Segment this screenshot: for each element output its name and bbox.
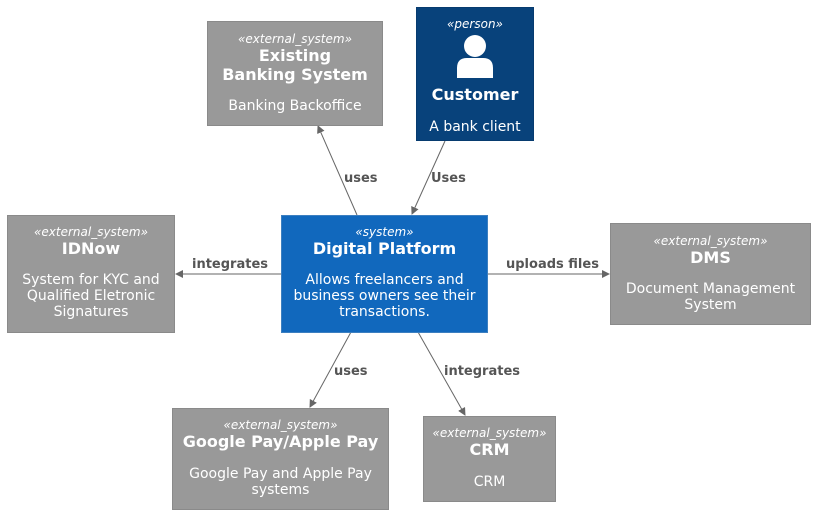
node-stereotype: «system»: [355, 225, 414, 239]
node-stereotype: «person»: [447, 17, 503, 31]
edge-platform-banking: [317, 125, 358, 216]
node-stereotype: «external_system»: [34, 225, 148, 239]
node-stereotype: «external_system»: [238, 32, 352, 46]
node-dms[interactable]: «external_system» DMS Document Managemen…: [610, 223, 811, 325]
node-digital-platform[interactable]: «system» Digital Platform Allows freelan…: [281, 215, 488, 333]
node-name: CRM: [469, 440, 510, 459]
node-description: CRM: [473, 474, 506, 490]
node-description: Allows freelancers and business owners s…: [293, 272, 476, 320]
node-stereotype: «external_system»: [223, 418, 338, 432]
node-crm[interactable]: «external_system» CRM CRM: [423, 416, 556, 502]
edge-label-platform-banking: uses: [344, 171, 378, 186]
node-stereotype: «external_system»: [653, 234, 768, 248]
edge-label-platform-dms: uploads files: [506, 257, 599, 272]
edge-customer-platform: [411, 140, 446, 215]
node-existing-banking-system[interactable]: «external_system» Existing Banking Syste…: [207, 21, 383, 126]
edge-label-platform-pay: uses: [334, 364, 368, 379]
edge-platform-pay: [309, 331, 352, 408]
node-name: Existing Banking System: [222, 46, 368, 84]
node-name: Digital Platform: [312, 239, 457, 258]
node-description: Banking Backoffice: [228, 98, 362, 114]
node-name: IDNow: [61, 239, 121, 258]
edge-platform-crm: [417, 331, 466, 416]
node-name: Customer: [431, 85, 519, 104]
node-customer[interactable]: «person» Customer A bank client: [416, 7, 534, 141]
node-name: Google Pay/Apple Pay: [182, 432, 379, 451]
node-description: Google Pay and Apple Pay systems: [189, 466, 372, 498]
edge-label-customer-platform: Uses: [431, 171, 466, 186]
node-description: System for KYC and Qualified Eletronic S…: [22, 272, 160, 320]
node-stereotype: «external_system»: [432, 426, 547, 440]
node-google-apple-pay[interactable]: «external_system» Google Pay/Apple Pay G…: [172, 408, 389, 510]
node-description: Document Management System: [625, 281, 796, 313]
node-description: A bank client: [429, 119, 521, 135]
edge-label-platform-crm: integrates: [444, 364, 521, 379]
person-icon: [457, 35, 493, 78]
node-idnow[interactable]: «external_system» IDNow System for KYC a…: [7, 215, 175, 333]
node-name: DMS: [690, 248, 731, 267]
edge-label-platform-idnow: integrates: [192, 257, 269, 272]
